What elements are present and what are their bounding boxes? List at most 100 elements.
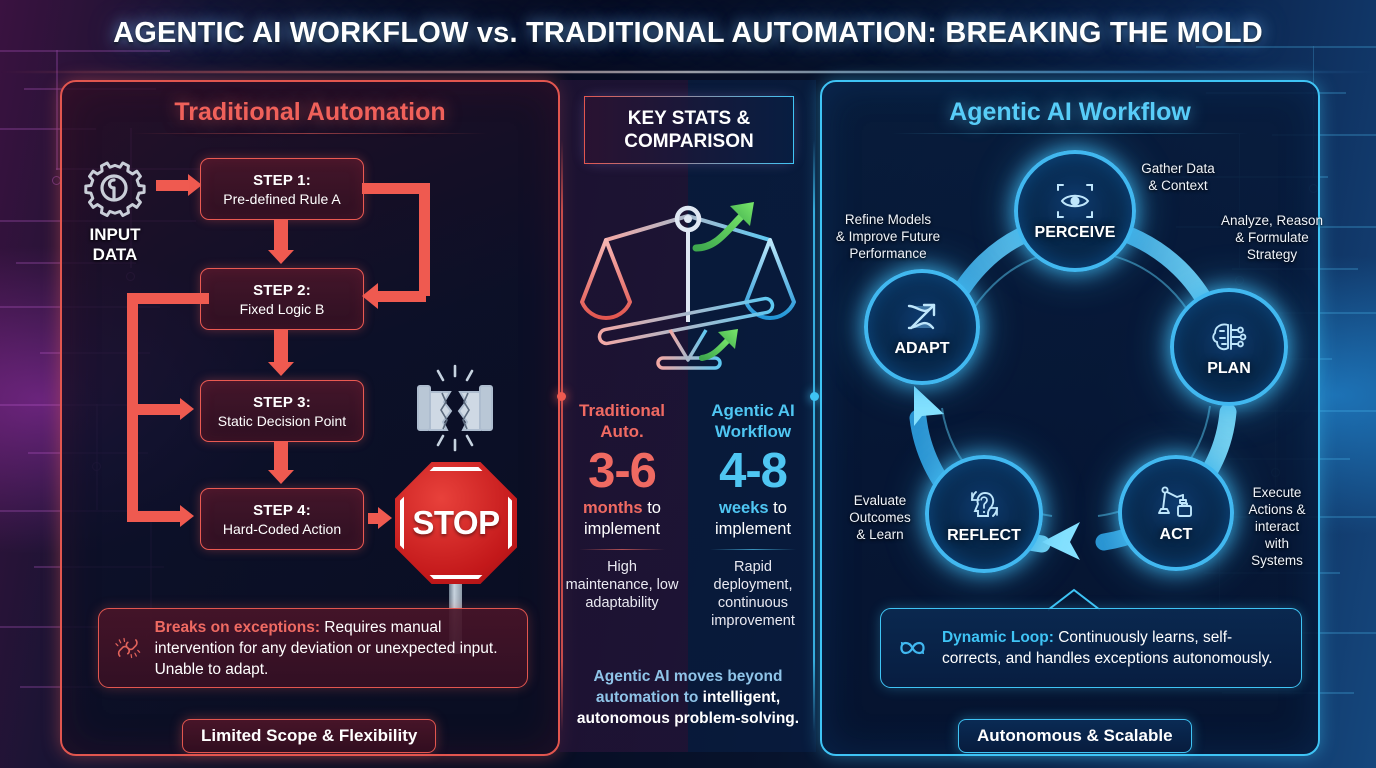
arrow-head-loop-step3	[180, 398, 194, 420]
dynamic-loop-note: Dynamic Loop: Continuously learns, self-…	[880, 608, 1302, 688]
node-plan-label: PLAN	[1207, 359, 1251, 377]
node-act[interactable]: ACT	[1118, 455, 1234, 571]
breaks-note-highlight: Breaks on exceptions:	[154, 618, 320, 636]
mid-footer-part2: intelligent, autonomous problem-solving.	[576, 689, 800, 727]
stat-trad-head-line1: Traditional	[579, 401, 665, 420]
node-plan[interactable]: PLAN	[1170, 288, 1288, 406]
gear-search-icon	[84, 161, 146, 218]
stat-column-traditional: Traditional Auto. 3-6 months to implemen…	[563, 400, 681, 612]
stat-agentic-divider	[710, 549, 796, 550]
infinity-loop-icon	[900, 641, 925, 655]
step-box-1[interactable]: STEP 1: Pre-defined Rule A	[200, 158, 364, 220]
mid-panel-right-edge	[813, 140, 815, 732]
dynamic-note-text: Dynamic Loop: Continuously learns, self-…	[942, 627, 1285, 669]
left-title-divider	[132, 133, 488, 134]
loop-left-branch-step3	[127, 404, 183, 415]
arrow-head-step2	[268, 250, 294, 264]
stat-trad-divider	[579, 549, 665, 550]
key-stats-line1: KEY STATS &	[627, 108, 751, 129]
stat-agentic-head: Agentic AI Workflow	[694, 400, 812, 442]
autonomous-scalable-badge: Autonomous & Scalable	[958, 719, 1192, 753]
mid-panel-right-half	[688, 80, 816, 752]
stat-agentic-head-line1: Agentic AI	[711, 401, 795, 420]
node-perceive[interactable]: PERCEIVE	[1014, 150, 1136, 272]
stop-sign-label: STOP	[412, 504, 500, 541]
arrow-step4-to-stop	[368, 513, 382, 524]
stat-trad-sub: months to implement	[563, 498, 681, 540]
step-4-number: STEP 4:	[253, 501, 311, 519]
stat-trad-value: 3-6	[588, 444, 657, 498]
stat-agentic-unit: weeks	[719, 499, 769, 517]
unbalanced-scale-icon	[580, 202, 796, 370]
arrow-head-loop-step4	[180, 505, 194, 527]
step-3-number: STEP 3:	[253, 393, 311, 411]
broken-chain-icon	[115, 637, 141, 659]
caption-perceive: Gather Data& Context	[1141, 161, 1215, 193]
key-stats-line2: COMPARISON	[624, 131, 754, 152]
step-box-3[interactable]: STEP 3: Static Decision Point	[200, 380, 364, 442]
stat-trad-unit: months	[583, 499, 643, 517]
arrow-step2-to-step3	[274, 329, 288, 364]
loop-right-top-segment	[362, 183, 430, 194]
stat-trad-sub-rest: to implement	[583, 499, 661, 538]
cracked-pipe-icon	[417, 364, 493, 452]
input-label-line2: DATA	[92, 245, 138, 264]
step-3-desc: Static Decision Point	[217, 412, 347, 429]
breaks-on-exceptions-note: Breaks on exceptions: Requires manual in…	[98, 608, 528, 688]
thinking-head-loop-icon	[964, 484, 1004, 524]
stat-trad-head-line2: Auto.	[600, 422, 644, 441]
arrow-head-loop-step2	[362, 283, 378, 309]
arrow-input-to-step1	[156, 180, 192, 191]
loop-right-bottom-segment	[378, 291, 426, 302]
brain-circuit-icon	[1209, 317, 1249, 357]
mid-panel-left-half	[560, 80, 688, 752]
right-title-divider	[892, 133, 1248, 134]
limited-scope-badge: Limited Scope & Flexibility	[182, 719, 437, 753]
key-stats-panel	[557, 80, 819, 752]
eye-scan-icon	[1055, 181, 1095, 221]
step-1-number: STEP 1:	[253, 171, 311, 189]
dynamic-note-pointer	[1048, 588, 1100, 611]
loop-left-top-segment	[127, 293, 209, 304]
arrow-step1-to-step2	[274, 219, 288, 253]
arrow-head-step3	[268, 362, 294, 376]
robot-arm-icon	[1156, 483, 1196, 523]
step-box-2[interactable]: STEP 2: Fixed Logic B	[200, 268, 364, 330]
mid-panel-footer: Agentic AI moves beyond automation to in…	[562, 666, 814, 729]
mid-right-edge-dot	[810, 392, 819, 401]
input-data-label: INPUT DATA	[75, 225, 155, 265]
step-2-number: STEP 2:	[253, 281, 311, 299]
right-panel-title: Agentic AI Workflow	[949, 98, 1191, 126]
node-reflect[interactable]: REFLECT	[925, 455, 1043, 573]
stat-column-agentic: Agentic AI Workflow 4-8 weeks to impleme…	[694, 400, 812, 630]
step-1-desc: Pre-defined Rule A	[223, 190, 341, 207]
stat-trad-head: Traditional Auto.	[563, 400, 681, 442]
input-label-line1: INPUT	[89, 225, 141, 244]
left-panel-title: Traditional Automation	[174, 98, 446, 126]
node-adapt[interactable]: ADAPT	[864, 269, 980, 385]
arrow-head-input	[188, 174, 202, 196]
mid-panel-left-edge	[561, 140, 563, 732]
stat-agentic-sub: weeks to implement	[694, 498, 812, 540]
stop-sign: STOP	[395, 462, 517, 584]
shuffle-arrow-icon	[902, 297, 942, 337]
stat-agentic-value: 4-8	[719, 444, 788, 498]
node-perceive-label: PERCEIVE	[1034, 223, 1116, 241]
loop-right-vertical	[419, 183, 430, 296]
stat-agentic-head-line2: Workflow	[714, 422, 792, 441]
loop-left-branch-step4	[127, 511, 183, 522]
arrow-step3-to-step4	[274, 441, 288, 473]
page-title: AGENTIC AI WORKFLOW vs. TRADITIONAL AUTO…	[113, 17, 1263, 49]
breaks-note-body: Requires manual intervention for any dev…	[154, 618, 498, 678]
dynamic-note-highlight: Dynamic Loop:	[941, 629, 1054, 646]
step-4-desc: Hard-Coded Action	[222, 520, 342, 537]
arrow-head-step4	[268, 470, 294, 484]
step-box-4[interactable]: STEP 4: Hard-Coded Action	[200, 488, 364, 550]
stat-agentic-sub-rest: to implement	[714, 499, 792, 538]
stat-trad-footnote: High maintenance, low adaptability	[565, 559, 679, 611]
node-act-label: ACT	[1159, 525, 1193, 543]
dynamic-note-body: Continuously learns, self-corrects, and …	[941, 629, 1273, 667]
